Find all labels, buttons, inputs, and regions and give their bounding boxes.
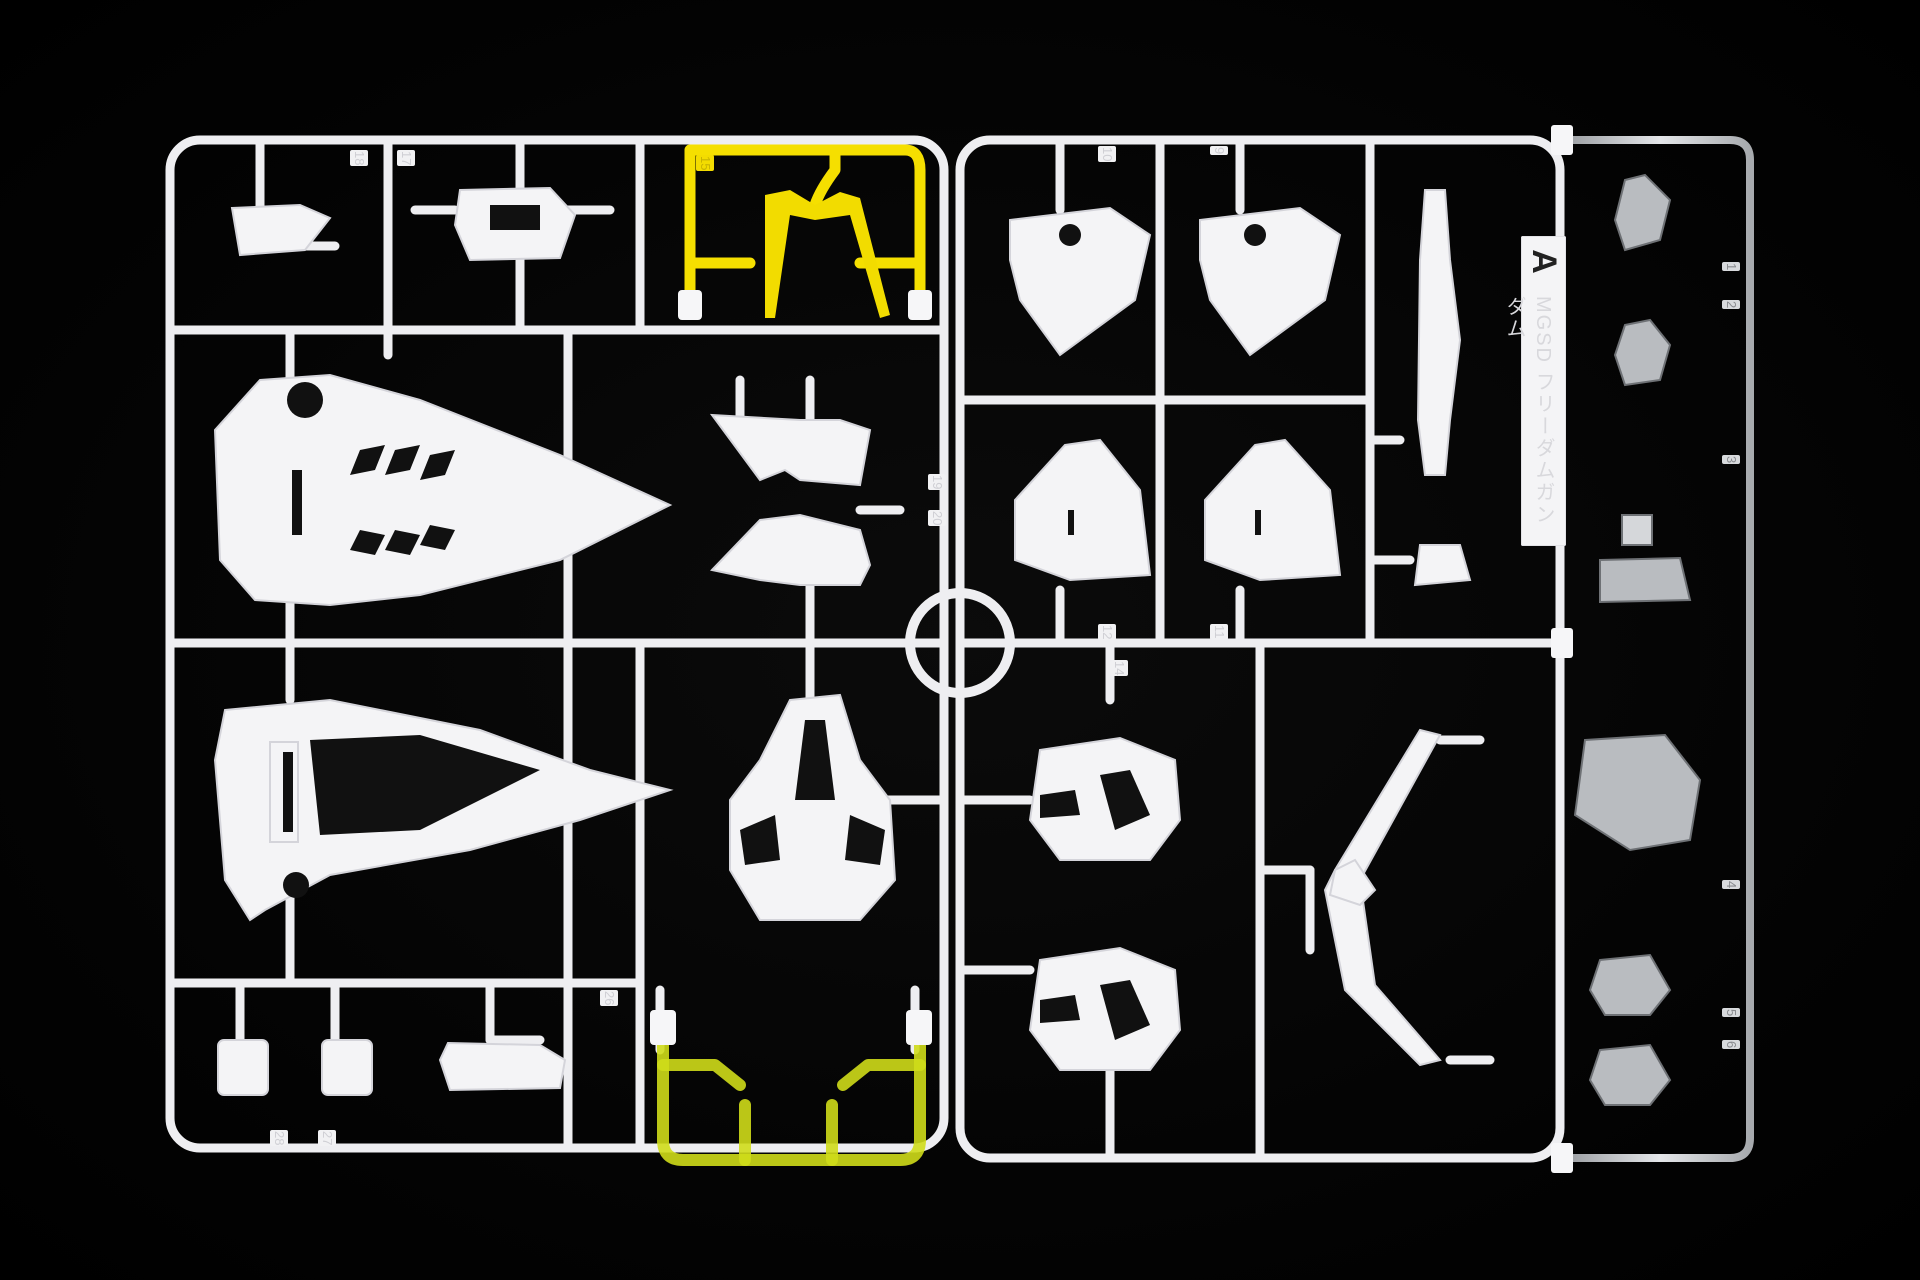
part-number-tag: 15: [696, 155, 714, 172]
part-number-tag: 4: [1722, 880, 1740, 890]
part-number-tag: 27: [318, 1130, 336, 1147]
white-runner-left: [165, 135, 949, 1153]
clear-yellow-part: [657, 1039, 926, 1166]
part-number-tag: 1: [1722, 262, 1740, 272]
white-parts: [213, 186, 897, 1096]
silver-parts: [1573, 173, 1702, 1106]
part-number-tag: 10: [1098, 146, 1116, 163]
part-number-tag: 14: [1110, 660, 1128, 677]
part-number-tag: 18: [350, 150, 368, 167]
part-number-tag: 26: [600, 990, 618, 1007]
part-number-tag: 5: [1722, 1008, 1740, 1018]
part-number-tag: 6: [1722, 1040, 1740, 1050]
runner-letter: A: [1525, 249, 1563, 274]
part-number-tag: 11: [1210, 624, 1228, 640]
runner-label-tab: A MGSD フリーダムガンダム: [1503, 236, 1566, 546]
part-number-tag: 3: [1722, 455, 1740, 465]
part-number-tag: 12: [1098, 624, 1116, 641]
part-number-tag: 2: [1722, 300, 1740, 310]
part-number-tag: 20: [928, 510, 946, 527]
part-number-tag: 28: [270, 1130, 288, 1147]
part-number-tag: 9: [1210, 146, 1228, 156]
runner-name: MGSD フリーダムガンダム: [1503, 296, 1554, 526]
yellow-part: [684, 144, 926, 301]
part-number-tag: 19: [928, 474, 946, 491]
yellow-v-part: [765, 190, 890, 318]
white-parts-right: [1009, 189, 1472, 1071]
part-number-tag: 17: [397, 150, 415, 167]
runner-ring: [905, 588, 1015, 698]
